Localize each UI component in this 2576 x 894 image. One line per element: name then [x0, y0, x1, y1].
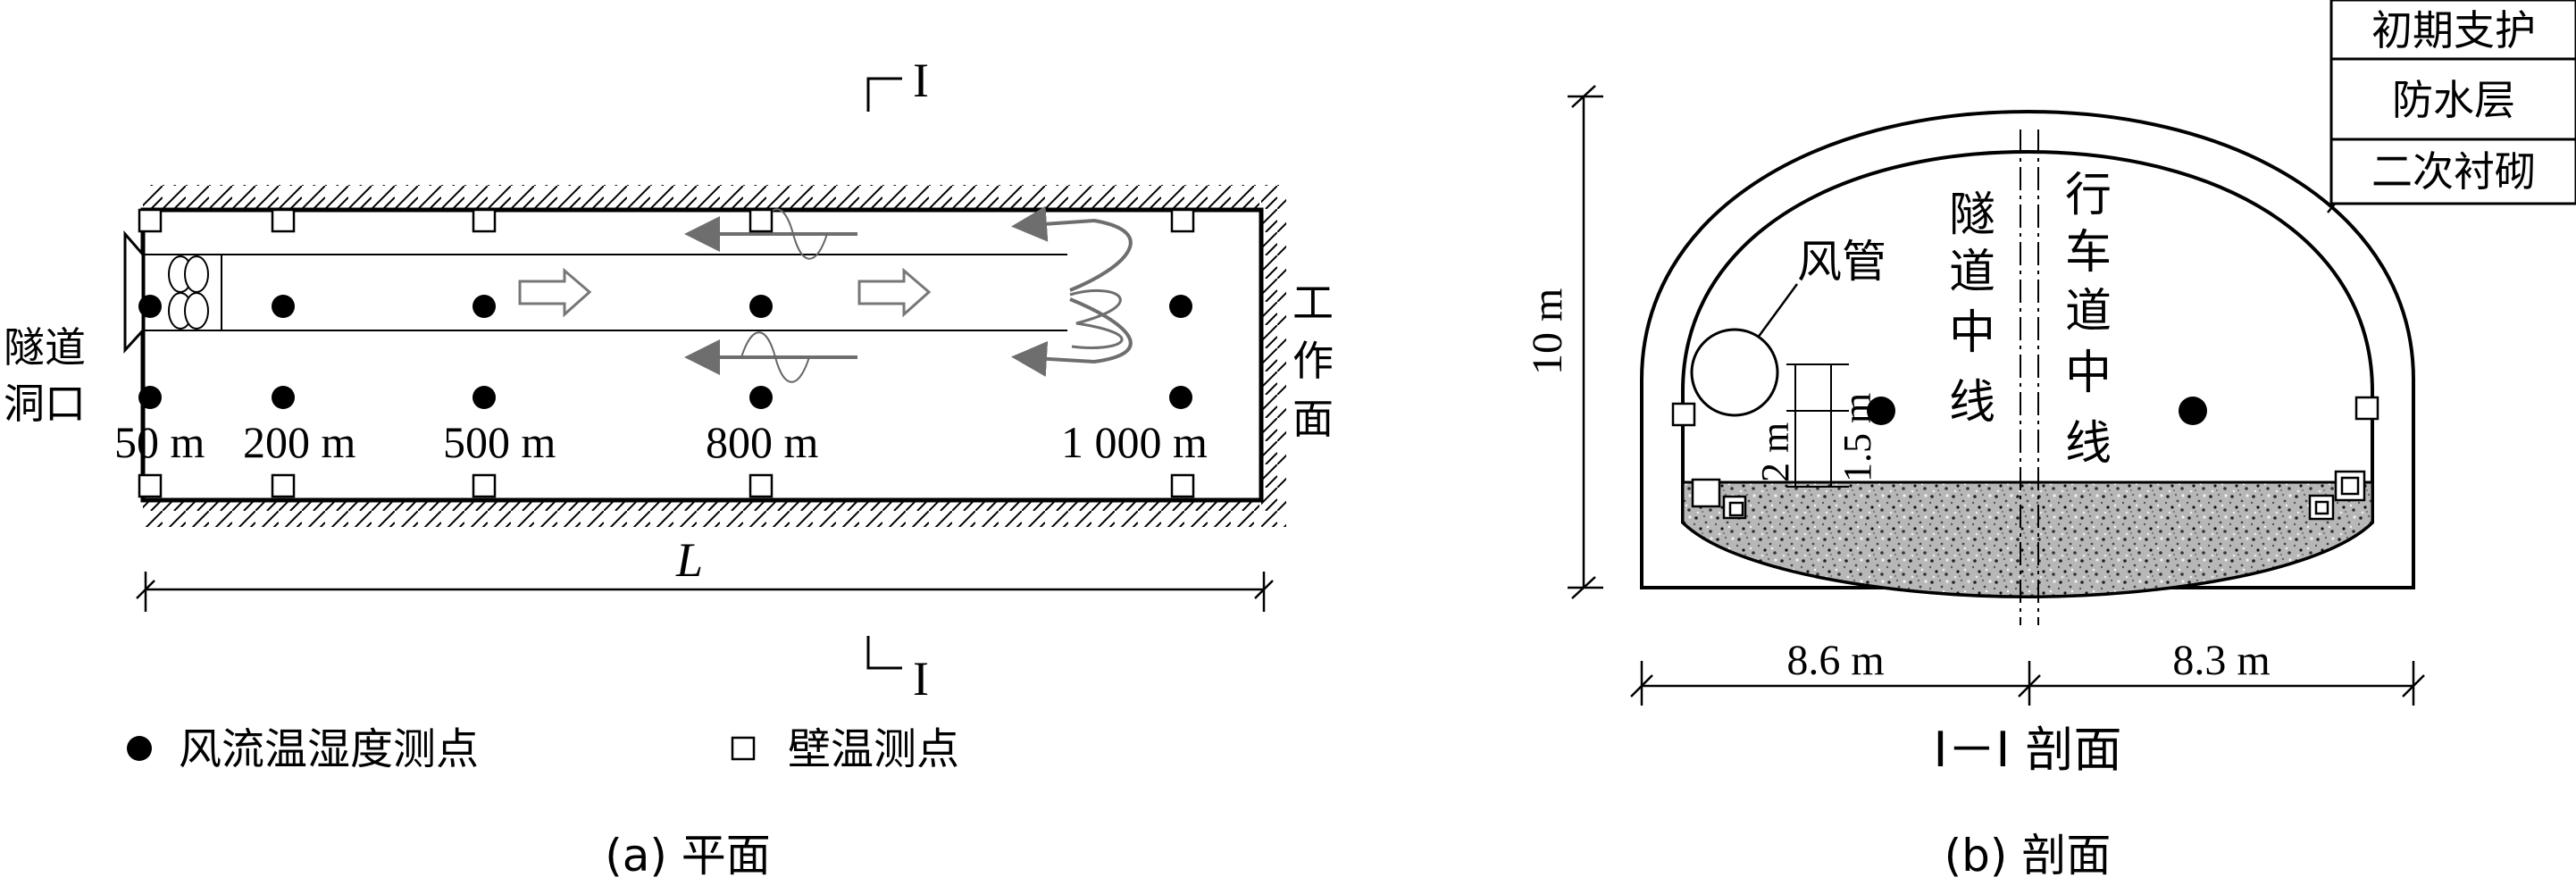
distance-label: 1 000 m — [1061, 417, 1208, 467]
legend: 风流温湿度测点 壁温测点 — [127, 724, 959, 774]
distance-label: 500 m — [443, 417, 556, 467]
wave-icon — [740, 331, 810, 383]
wall-point — [271, 473, 296, 498]
air-point — [749, 386, 773, 409]
face-return-arrow-icon — [1011, 297, 1133, 377]
height-offset-dimensions — [1786, 363, 1849, 488]
wall-point — [138, 208, 163, 233]
portal-label: 洞口 — [4, 380, 86, 428]
distance-label: 800 m — [706, 417, 819, 467]
height-label: 10 m — [1524, 288, 1571, 375]
wall-point — [2354, 396, 2379, 421]
air-point — [138, 295, 162, 318]
lane-centerline-label: 线 — [2065, 417, 2112, 471]
lane-centerline-label: 中 — [2065, 347, 2112, 400]
distance-label: 50 m — [114, 417, 205, 467]
offset-2m-label: 2 m — [1753, 422, 1797, 482]
wall-point — [1728, 501, 1744, 517]
legend-wall-label: 壁温测点 — [788, 724, 959, 774]
distance-label: 200 m — [243, 417, 356, 467]
lane-centerline-label: 道 — [2065, 285, 2112, 338]
rock-hatch-top — [143, 185, 1259, 210]
wall-point — [1691, 478, 1721, 508]
wall-point — [2340, 476, 2360, 496]
air-point — [1867, 397, 1895, 425]
air-point — [272, 386, 295, 409]
section-mark-top: I — [866, 54, 929, 112]
section-mark-bottom: I — [866, 636, 929, 706]
layer-primary-support: 初期支护 — [2371, 6, 2536, 54]
svg-text:I: I — [913, 54, 929, 107]
legend-air-point-icon — [127, 736, 152, 761]
svg-text:I: I — [913, 652, 929, 706]
tunnel-centerline-label: 道 — [1949, 246, 1995, 299]
air-measuring-points — [138, 295, 1192, 409]
fan-housing — [123, 230, 145, 354]
duct-label: 风管 — [1797, 236, 1886, 288]
wall-point — [138, 473, 163, 498]
wall-point — [2334, 470, 2366, 502]
face-swirl-icon — [1069, 288, 1124, 349]
air-point — [272, 295, 295, 318]
lane-centerline-label: 行 — [2065, 169, 2112, 222]
face-label: 工 — [1292, 279, 1334, 327]
invert-fill — [1681, 480, 2374, 598]
layers-table: 初期支护 防水层 二次衬砌 — [2329, 0, 2576, 205]
wall-point — [2314, 500, 2329, 515]
wall-temp-points — [138, 208, 1195, 498]
rock-hatch-bottom — [143, 502, 1259, 527]
air-point — [1169, 295, 1192, 318]
duct-flow-arrow-icon — [518, 267, 592, 318]
overall-height-dimension — [1568, 85, 1603, 599]
duct-leader — [1756, 283, 1799, 338]
legend-wall-point-icon — [731, 736, 756, 761]
air-point — [473, 386, 496, 409]
face-label: 作 — [1292, 337, 1334, 385]
layer-waterproof: 防水层 — [2392, 76, 2515, 124]
layer-secondary-lining: 二次衬砌 — [2371, 147, 2536, 196]
lane-centerline-label: 车 — [2065, 226, 2112, 280]
caption-a: (a) 平面 — [605, 830, 771, 881]
left-width-label: 8.6 m — [1786, 637, 1884, 684]
tunnel-centerline-label: 隧 — [1949, 188, 1995, 242]
wall-point — [472, 473, 497, 498]
wall-point — [749, 208, 774, 233]
cross-section: 初期支护 防水层 二次衬砌 风管 隧 道 中 线 行 车 道 中 线 — [1524, 0, 2576, 881]
ventilation-duct — [1690, 328, 1779, 417]
air-point — [749, 295, 773, 318]
tunnel-centerline-label: 线 — [1949, 376, 1995, 430]
wall-point — [1170, 473, 1195, 498]
air-point — [473, 295, 496, 318]
wall-point — [1170, 208, 1195, 233]
length-label: L — [675, 533, 703, 587]
right-width-label: 8.3 m — [2172, 637, 2270, 684]
portal-label: 隧道 — [4, 323, 86, 372]
wall-point — [472, 208, 497, 233]
face-label: 面 — [1292, 395, 1334, 443]
width-dimension — [1630, 661, 2425, 706]
fan-icon — [168, 255, 209, 330]
air-point — [138, 386, 162, 409]
caption-b: (b) 剖面 — [1945, 830, 2112, 881]
length-dimension — [136, 572, 1274, 612]
plan-view: 隧道 洞口 工 作 面 50 m 200 m 500 m 800 m 1 000… — [4, 54, 1334, 881]
wall-point — [1671, 402, 1696, 427]
tunnel-centerline-label: 中 — [1949, 306, 1995, 360]
legend-air-label: 风流温湿度测点 — [179, 724, 479, 774]
wall-point — [271, 208, 296, 233]
section-title: I－I 剖面 — [1933, 722, 2121, 778]
rock-hatch-right — [1261, 185, 1286, 527]
duct-flow-arrow-icon — [857, 267, 932, 318]
offset-15m-label: 1.5 m — [1836, 393, 1879, 482]
air-point — [2179, 397, 2207, 425]
wall-point — [749, 473, 774, 498]
face-return-arrow-icon — [1011, 205, 1133, 292]
air-point — [1169, 386, 1192, 409]
